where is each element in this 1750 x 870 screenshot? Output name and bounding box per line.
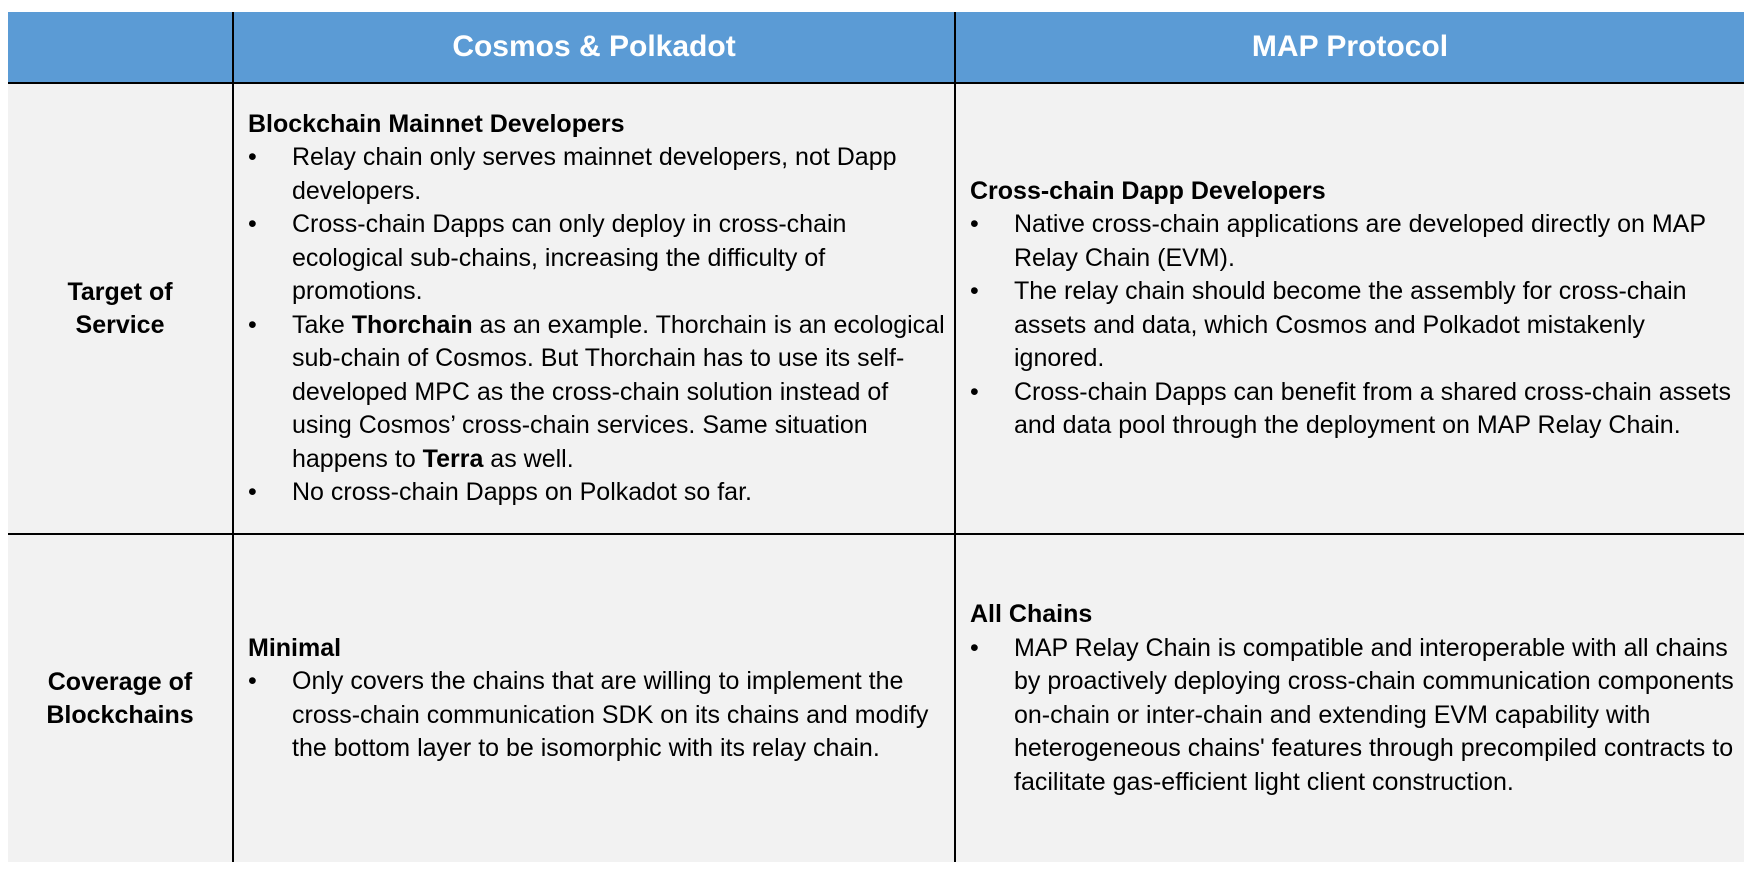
bullet-item: • No cross-chain Dapps on Polkadot so far… (248, 476, 948, 510)
bullet-list: • Only covers the chains that are willing… (248, 665, 948, 766)
bullet-list: • Native cross-chain applications are dev… (970, 208, 1740, 443)
bullet-item: • Cross-chain Dapps can benefit from a sh… (970, 376, 1740, 443)
bullet-item: • Take Thorchain as an example. Thorchain… (248, 309, 948, 477)
cell-heading: All Chains (970, 600, 1093, 628)
cell-heading: Cross-chain Dapp Developers (970, 176, 1326, 205)
bullet-marker: • (248, 310, 257, 339)
row-label-text: Target of Service (67, 277, 173, 339)
bullet-marker: • (970, 377, 979, 406)
bullet-text: Native cross-chain applications are deve… (1014, 210, 1706, 272)
bullet-list: • Relay chain only serves mainnet develop… (248, 141, 948, 510)
header-map-protocol: MAP Protocol (1251, 30, 1449, 63)
cell-target-cosmos: Blockchain Mainnet Developers • Relay chai… (248, 84, 948, 533)
column-divider-1 (232, 12, 234, 862)
bullet-text: The relay chain should become the assemb… (1014, 277, 1687, 372)
row-divider (8, 533, 1744, 535)
bullet-text: Cross-chain Dapps can benefit from a sha… (1014, 377, 1731, 440)
bullet-item: • MAP Relay Chain is compatible and inter… (970, 632, 1740, 800)
column-divider-2 (954, 12, 956, 862)
bullet-item: • Cross-chain Dapps can only deploy in cr… (248, 208, 948, 309)
bullet-item: • Relay chain only serves mainnet develop… (248, 141, 948, 208)
cell-heading: Blockchain Mainnet Developers (248, 109, 625, 138)
bullet-item: • The relay chain should become the assem… (970, 275, 1740, 376)
bullet-marker: • (970, 633, 979, 662)
bullet-item: • Native cross-chain applications are dev… (970, 208, 1740, 275)
bullet-marker: • (248, 667, 257, 695)
cell-heading: Minimal (248, 633, 342, 662)
cell-coverage-cosmos: Minimal • Only covers the chains that are … (248, 535, 948, 862)
bullet-item: • Only covers the chains that are willing… (248, 665, 948, 766)
cell-target-map: Cross-chain Dapp Developers • Native cross… (970, 84, 1740, 533)
bullet-text-bold: Thorchain (351, 310, 473, 339)
row-label-target-of-service: Target of Service (8, 84, 232, 533)
bullet-marker: • (970, 210, 979, 238)
row-label-coverage-of-blockchains: Coverage of Blockchains (8, 535, 232, 862)
bullet-marker: • (248, 210, 257, 238)
bullet-text: MAP Relay Chain is compatible and intero… (1014, 633, 1734, 796)
row-label-text: Coverage of Blockchains (46, 667, 194, 729)
header-cosmos-polkadot: Cosmos & Polkadot (452, 30, 736, 63)
bullet-marker: • (970, 277, 979, 305)
bullet-marker: • (248, 143, 257, 171)
bullet-text: Cross-chain Dapps can only deploy in cro… (292, 210, 847, 305)
comparison-table: Cosmos & Polkadot MAP Protocol Target of… (8, 12, 1744, 862)
bullet-list: • MAP Relay Chain is compatible and inter… (970, 632, 1740, 800)
table-header: Cosmos & Polkadot MAP Protocol (8, 12, 1744, 82)
bullet-text: Relay chain only serves mainnet develope… (292, 143, 897, 205)
bullet-marker: • (248, 478, 257, 506)
header-divider (8, 82, 1744, 84)
bullet-text: Take (292, 310, 352, 339)
bullet-text: No cross-chain Dapps on Polkadot so far. (292, 478, 752, 506)
bullet-text-bold: Terra (422, 444, 484, 473)
bullet-text: as well. (483, 444, 574, 473)
header-empty-cell (8, 12, 232, 82)
bullet-text: as an example. Thorchain is an ecologica… (292, 310, 945, 473)
cell-coverage-map: All Chains • MAP Relay Chain is compatible… (970, 535, 1740, 862)
bullet-text: Only covers the chains that are willing … (292, 667, 929, 762)
